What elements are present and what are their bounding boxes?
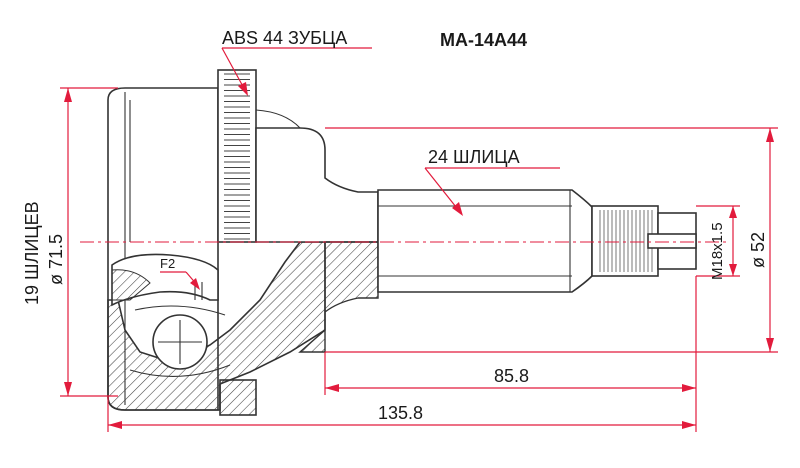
inner-splines-label: 19 ШЛИЦЕВ	[22, 201, 42, 305]
thread-label: M18x1.5	[709, 222, 726, 280]
f2-label: F2	[160, 256, 175, 271]
neck	[255, 109, 379, 353]
threaded-stub	[591, 205, 697, 277]
shaft-splines-label: 24 ШЛИЦА	[428, 147, 520, 167]
shaft-diameter-label: ø 52	[748, 232, 768, 268]
abs-ring-section	[219, 379, 257, 416]
inner-cage	[129, 282, 231, 377]
joint-ball	[152, 314, 208, 370]
leader-abs	[221, 47, 372, 96]
housing-section-hatched	[107, 241, 326, 411]
part-number: MA-14A44	[440, 30, 527, 50]
abs-ring	[217, 69, 257, 243]
total-length-label: 135.8	[378, 403, 423, 423]
thread-lines	[599, 210, 653, 272]
abs-teeth	[224, 73, 250, 240]
dim-thread	[696, 205, 740, 277]
abs-label: ABS 44 ЗУБЦА	[222, 28, 347, 48]
leader-splines	[424, 167, 560, 216]
dim-shaft-length	[324, 276, 697, 395]
leader-f2	[160, 271, 200, 290]
dim-total-length	[107, 395, 697, 432]
splined-shaft	[377, 189, 593, 293]
outer-diameter-label: ø 71.5	[46, 234, 66, 285]
dim-shaft-diameter	[325, 127, 778, 353]
shaft-length-label: 85.8	[494, 366, 529, 386]
